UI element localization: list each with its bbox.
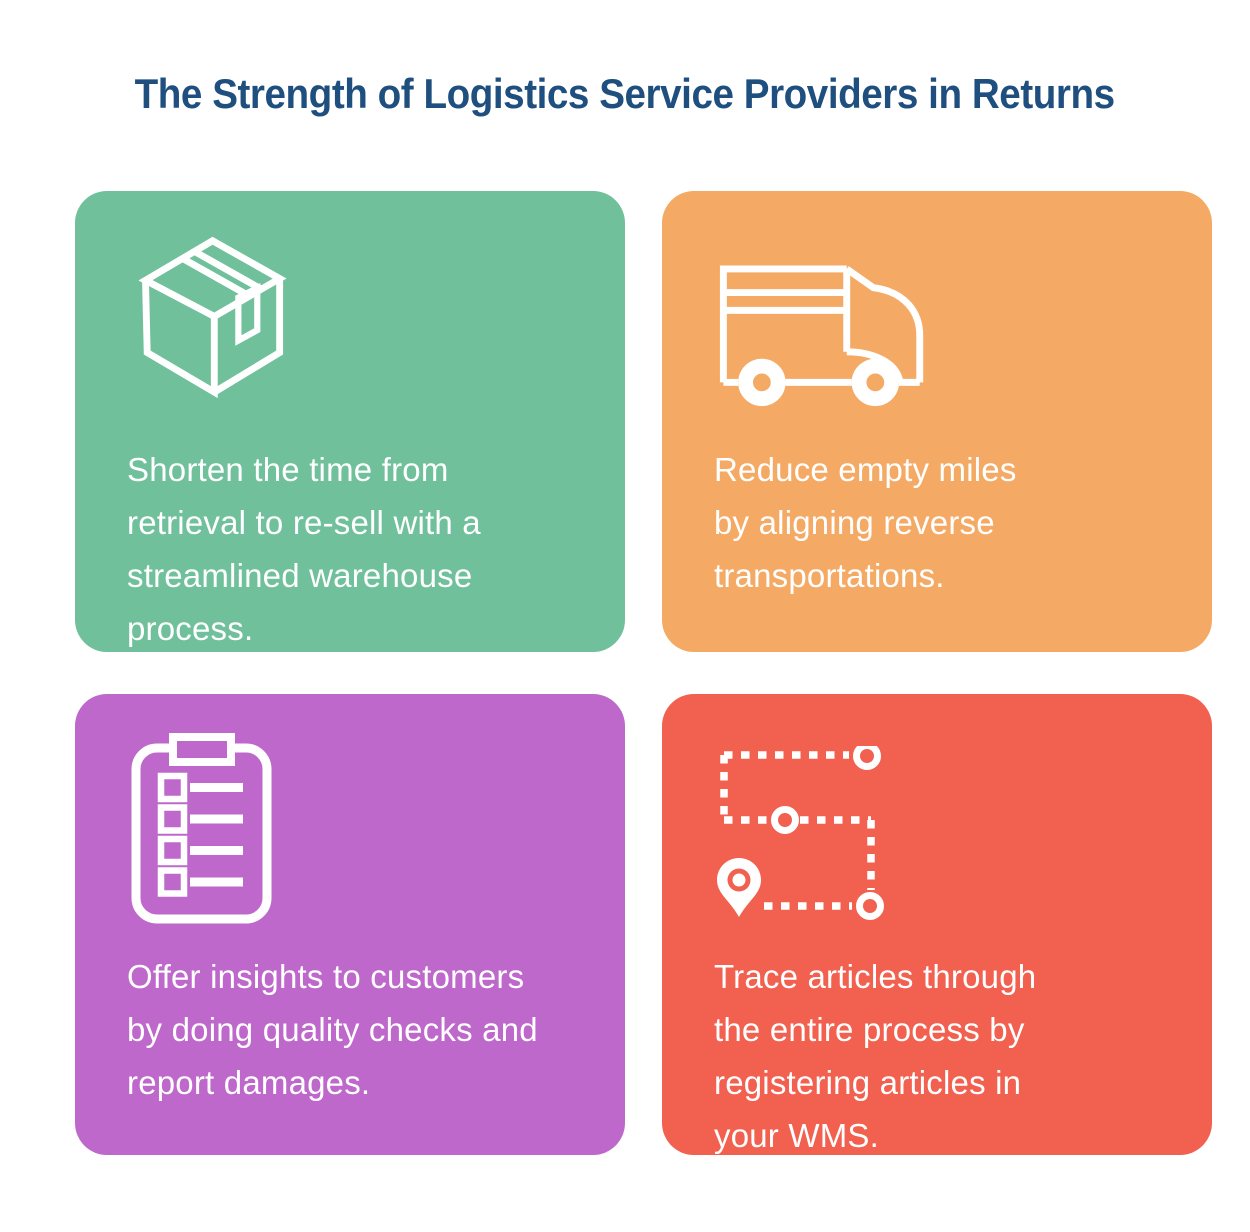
card-reverse-transportation: Reduce empty miles by aligning reverse t… (662, 191, 1212, 652)
text-line: streamlined warehouse (127, 557, 473, 594)
package-box-icon (138, 236, 287, 399)
text-line: Shorten the time from (127, 451, 449, 488)
text-line: Reduce empty miles (714, 451, 1017, 488)
card-text: Offer insights to customers by doing qua… (127, 950, 589, 1109)
page-title: The Strength of Logistics Service Provid… (134, 70, 1116, 117)
card-text: Trace articles through the entire proces… (714, 950, 1176, 1162)
card-text: Reduce empty miles by aligning reverse t… (714, 443, 1176, 602)
title-container: The Strength of Logistics Service Provid… (0, 70, 1250, 118)
route-tracking-icon (717, 746, 884, 920)
text-line: report damages. (127, 1064, 371, 1101)
text-line: by doing quality checks and (127, 1011, 538, 1048)
text-line: transportations. (714, 557, 945, 594)
text-line: retrieval to re-sell with a (127, 504, 481, 541)
text-line: Offer insights to customers (127, 958, 525, 995)
delivery-truck-icon (719, 265, 924, 407)
clipboard-checklist-icon (131, 733, 272, 924)
card-article-tracing: Trace articles through the entire proces… (662, 694, 1212, 1155)
text-line: registering articles in (714, 1064, 1022, 1101)
card-warehouse-process: Shorten the time from retrieval to re-se… (75, 191, 625, 652)
text-line: by aligning reverse (714, 504, 995, 541)
text-line: process. (127, 610, 254, 647)
text-line: the entire process by (714, 1011, 1025, 1048)
text-line: Trace articles through (714, 958, 1037, 995)
text-line: your WMS. (714, 1117, 879, 1154)
card-quality-checks: Offer insights to customers by doing qua… (75, 694, 625, 1155)
card-text: Shorten the time from retrieval to re-se… (127, 443, 589, 655)
